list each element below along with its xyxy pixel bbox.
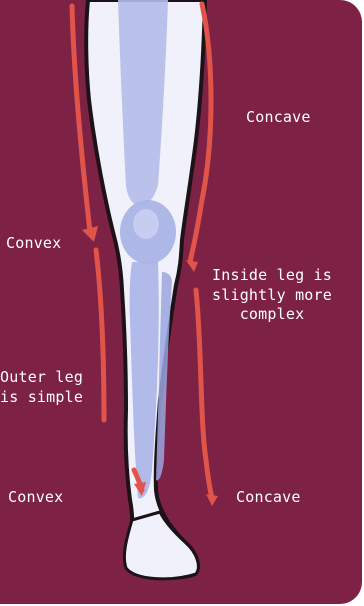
label-convex-knee: Convex xyxy=(6,234,61,254)
foot xyxy=(124,512,198,579)
arrow-ankle-inner xyxy=(206,494,218,506)
arrow-knee-outer xyxy=(82,226,98,242)
label-convex-ankle: Convex xyxy=(8,488,63,508)
label-inside-leg: Inside leg is slightly more complex xyxy=(212,266,332,325)
arrow-knee-inner xyxy=(186,260,198,272)
guide-inner-calf xyxy=(196,290,212,498)
label-concave-top: Concave xyxy=(246,108,311,128)
guide-outer-calf xyxy=(96,250,104,420)
label-outer-leg: Outer leg is simple xyxy=(0,368,83,407)
label-concave-ankle: Concave xyxy=(236,488,301,508)
